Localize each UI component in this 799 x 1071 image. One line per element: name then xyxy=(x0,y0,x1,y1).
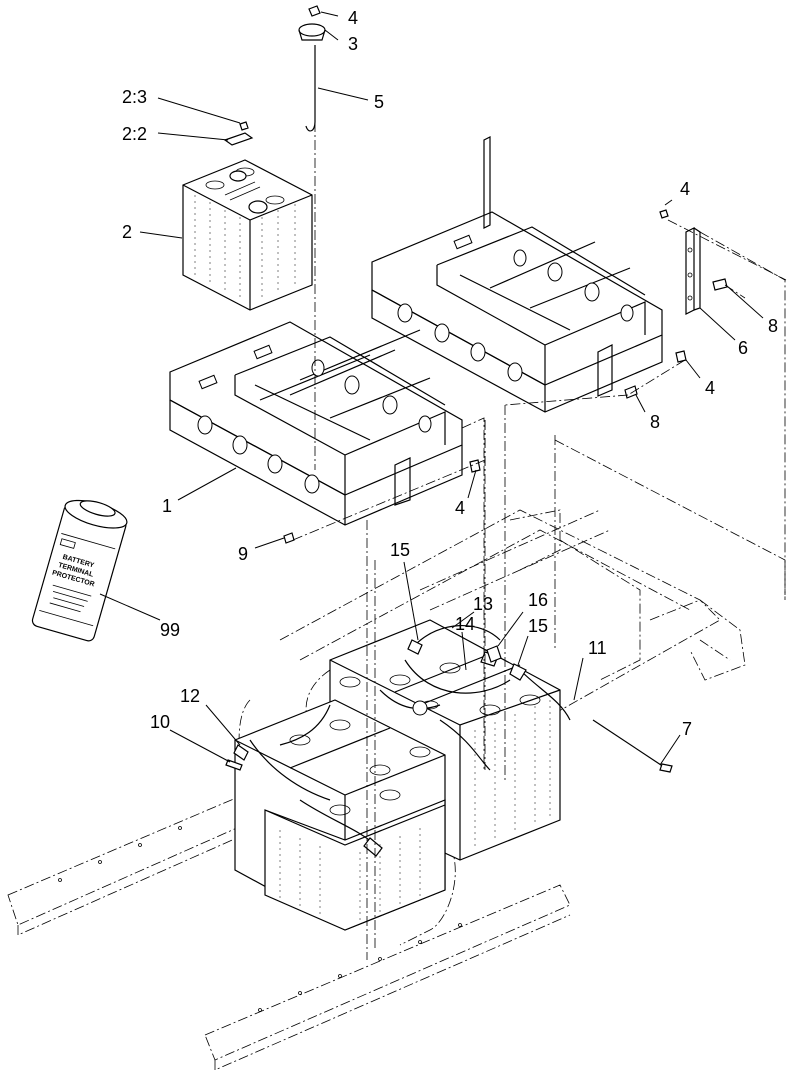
callout-99: 99 xyxy=(160,620,180,640)
callout-1: 1 xyxy=(162,496,172,516)
mounting-bracket xyxy=(685,227,701,315)
callout-13: 13 xyxy=(473,594,493,614)
callout-2-2: 2:2 xyxy=(122,124,147,144)
callout-5: 5 xyxy=(374,92,384,112)
callout-12: 12 xyxy=(180,686,200,706)
callout-14: 14 xyxy=(455,614,475,634)
callout-2: 2 xyxy=(122,222,132,242)
callout-3: 3 xyxy=(348,34,358,54)
battery-protector-spray-can: BATTERY TERMINAL PROTECTOR xyxy=(31,499,128,642)
callout-10: 10 xyxy=(150,712,170,732)
battery-tray-right xyxy=(371,136,663,413)
battery-tray-left xyxy=(169,321,463,526)
callout-9: 9 xyxy=(238,544,248,564)
callout-6: 6 xyxy=(738,338,748,358)
callout-4-top: 4 xyxy=(348,8,358,28)
callout-15-b: 15 xyxy=(528,616,548,636)
battery xyxy=(182,159,313,311)
callout-4-right-top: 4 xyxy=(680,179,690,199)
callout-15-a: 15 xyxy=(390,540,410,560)
callout-4-left: 4 xyxy=(455,498,465,518)
callout-11: 11 xyxy=(588,638,607,658)
callout-labels: 4 3 5 2:3 2:2 2 4 8 6 4 8 1 4 9 99 15 13… xyxy=(122,8,778,739)
assembly-lines xyxy=(292,122,787,960)
callout-16: 16 xyxy=(528,590,548,610)
callout-7: 7 xyxy=(682,719,692,739)
callout-8-right: 8 xyxy=(768,316,778,336)
callout-2-3: 2:3 xyxy=(122,87,147,107)
leader-lines xyxy=(99,11,764,766)
callout-8-lower: 8 xyxy=(650,412,660,432)
callout-4-right-mid: 4 xyxy=(705,378,715,398)
battery-pack xyxy=(225,619,571,931)
